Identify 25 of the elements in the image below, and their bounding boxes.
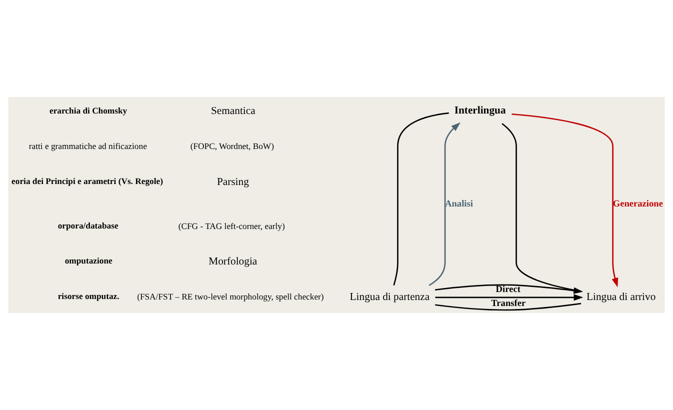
node-text: Lingua di partenza [350,292,430,303]
label: orpora/database [58,220,118,230]
arrow [428,122,460,286]
label: omputazione [64,256,112,266]
edge-label: Direct [496,285,520,296]
label: (CFG - TAG left-corner, early) [178,221,285,232]
edge-label: Analisi [445,199,473,210]
label: Morfologia [208,256,258,268]
label: erarchia di Chomsky [50,105,128,116]
edge-label: Generazione [612,199,663,210]
label: (FSA/FST – RE two-level morphology, spell checker) [137,292,324,302]
connector [435,302,582,311]
label: Parsing [216,176,249,188]
label: Semantica [210,106,256,118]
node-text: Interlingua [454,106,506,117]
arrow [512,113,618,288]
edge-label: Transfer [491,299,526,310]
connector [393,112,449,286]
label: (FOPC, Wordnet, BoW) [190,141,274,152]
label: eoria dei Principi e arametri (Vs. Regole) [12,176,163,186]
arrow [435,294,584,301]
connector [502,123,582,292]
node-text: Lingua di arrivo [586,292,656,303]
label: ratti e grammatiche ad nificazione [28,141,147,152]
label: risorse omputaz. [58,291,120,302]
